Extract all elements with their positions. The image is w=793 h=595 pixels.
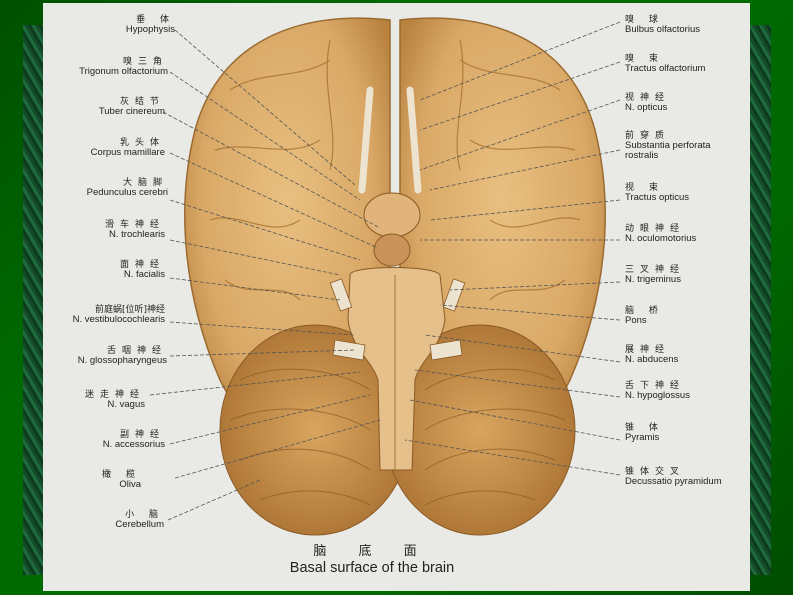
caption-chinese: 脑 底 面 — [313, 544, 431, 559]
figure-caption: 脑 底 面 Basal surface of the brain — [247, 540, 497, 576]
caption-english: Basal surface of the brain — [289, 560, 455, 576]
olfactory-tract-right — [406, 86, 422, 194]
olfactory-tract-left — [358, 86, 374, 194]
